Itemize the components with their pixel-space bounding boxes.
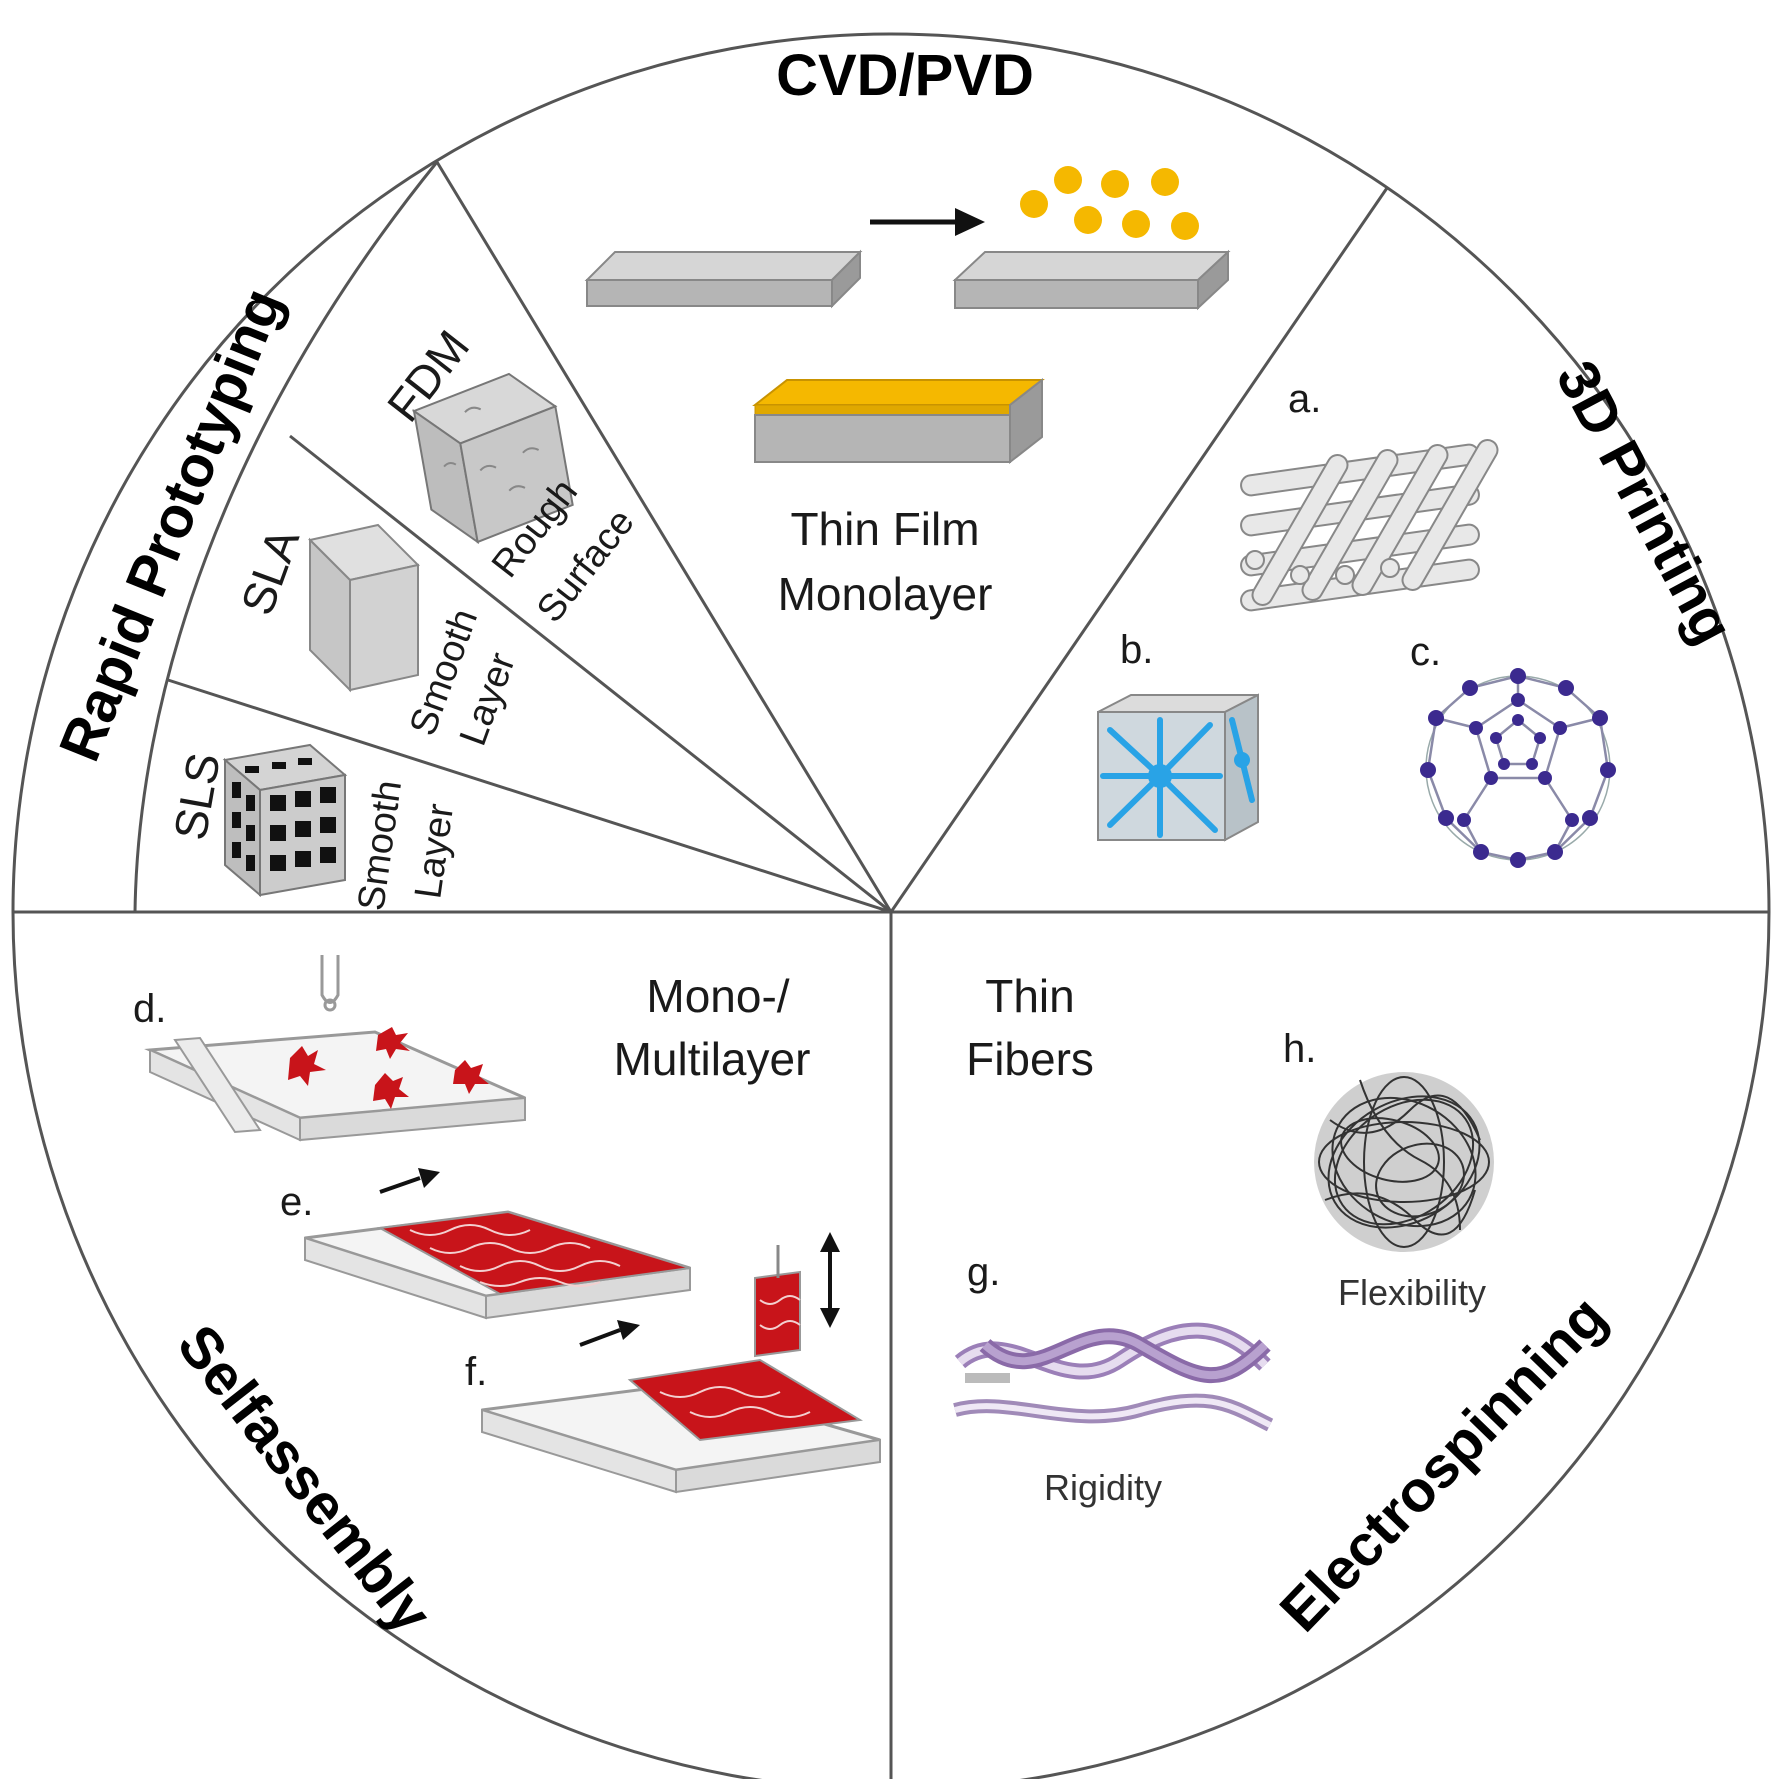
langmuir-trough-d — [144, 1027, 526, 1142]
rigidity-label: Rigidity — [1044, 1467, 1162, 1508]
label-c: c. — [1410, 630, 1441, 674]
divider-cvd-rapid — [435, 161, 893, 913]
fdm-rough-cube — [411, 372, 574, 545]
divider-fdm-sla — [289, 434, 892, 914]
thin-fibers-line2: Fibers — [966, 1033, 1094, 1085]
woodpile-scaffold — [1240, 439, 1499, 612]
substrate-slab-left — [584, 249, 863, 309]
label-d: d. — [133, 987, 166, 1031]
fiber-ball — [1314, 1072, 1494, 1252]
label-h: h. — [1283, 1027, 1316, 1071]
wheel-structure — [11, 32, 1771, 1779]
flexibility-label: Flexibility — [1338, 1272, 1486, 1313]
inner-arc-rapid — [133, 161, 439, 913]
fullerene-lattice — [1420, 668, 1616, 868]
label-f: f. — [465, 1350, 487, 1394]
label-b: b. — [1120, 628, 1153, 672]
sla-smooth-cube — [308, 523, 420, 693]
vapor-particles — [1020, 166, 1199, 240]
thin-film-caption-line2: Monolayer — [778, 568, 993, 620]
label-a: a. — [1288, 377, 1321, 421]
dropper-tip — [320, 955, 340, 1012]
mono-multilayer-line1: Mono-/ — [646, 970, 789, 1022]
rigid-fibers — [953, 1322, 1274, 1432]
section-cvd-pvd: CVD/PVD — [584, 43, 1231, 620]
substrate-slab-right — [952, 249, 1231, 311]
thin-fibers-line1: Thin — [985, 970, 1074, 1022]
thin-film-caption-line1: Thin Film — [790, 503, 979, 555]
label-g: g. — [967, 1250, 1000, 1294]
langmuir-trough-f — [481, 1245, 881, 1494]
deposition-arrow — [870, 208, 985, 236]
divider-sla-sls — [167, 678, 892, 914]
mono-multilayer-line2: Multilayer — [614, 1033, 811, 1085]
sls-porous-cube — [222, 743, 348, 898]
transfer-arrow-f — [579, 1320, 640, 1347]
porous-cube — [1097, 693, 1259, 842]
vertical-arrow-f — [820, 1232, 840, 1328]
cvd-pvd-title: CVD/PVD — [776, 43, 1034, 108]
label-e: e. — [280, 1180, 313, 1224]
thin-film-slab — [752, 377, 1045, 465]
divider-cvd-3d — [889, 187, 1389, 913]
transfer-arrow-e — [379, 1168, 440, 1194]
langmuir-trough-e — [304, 1210, 691, 1320]
